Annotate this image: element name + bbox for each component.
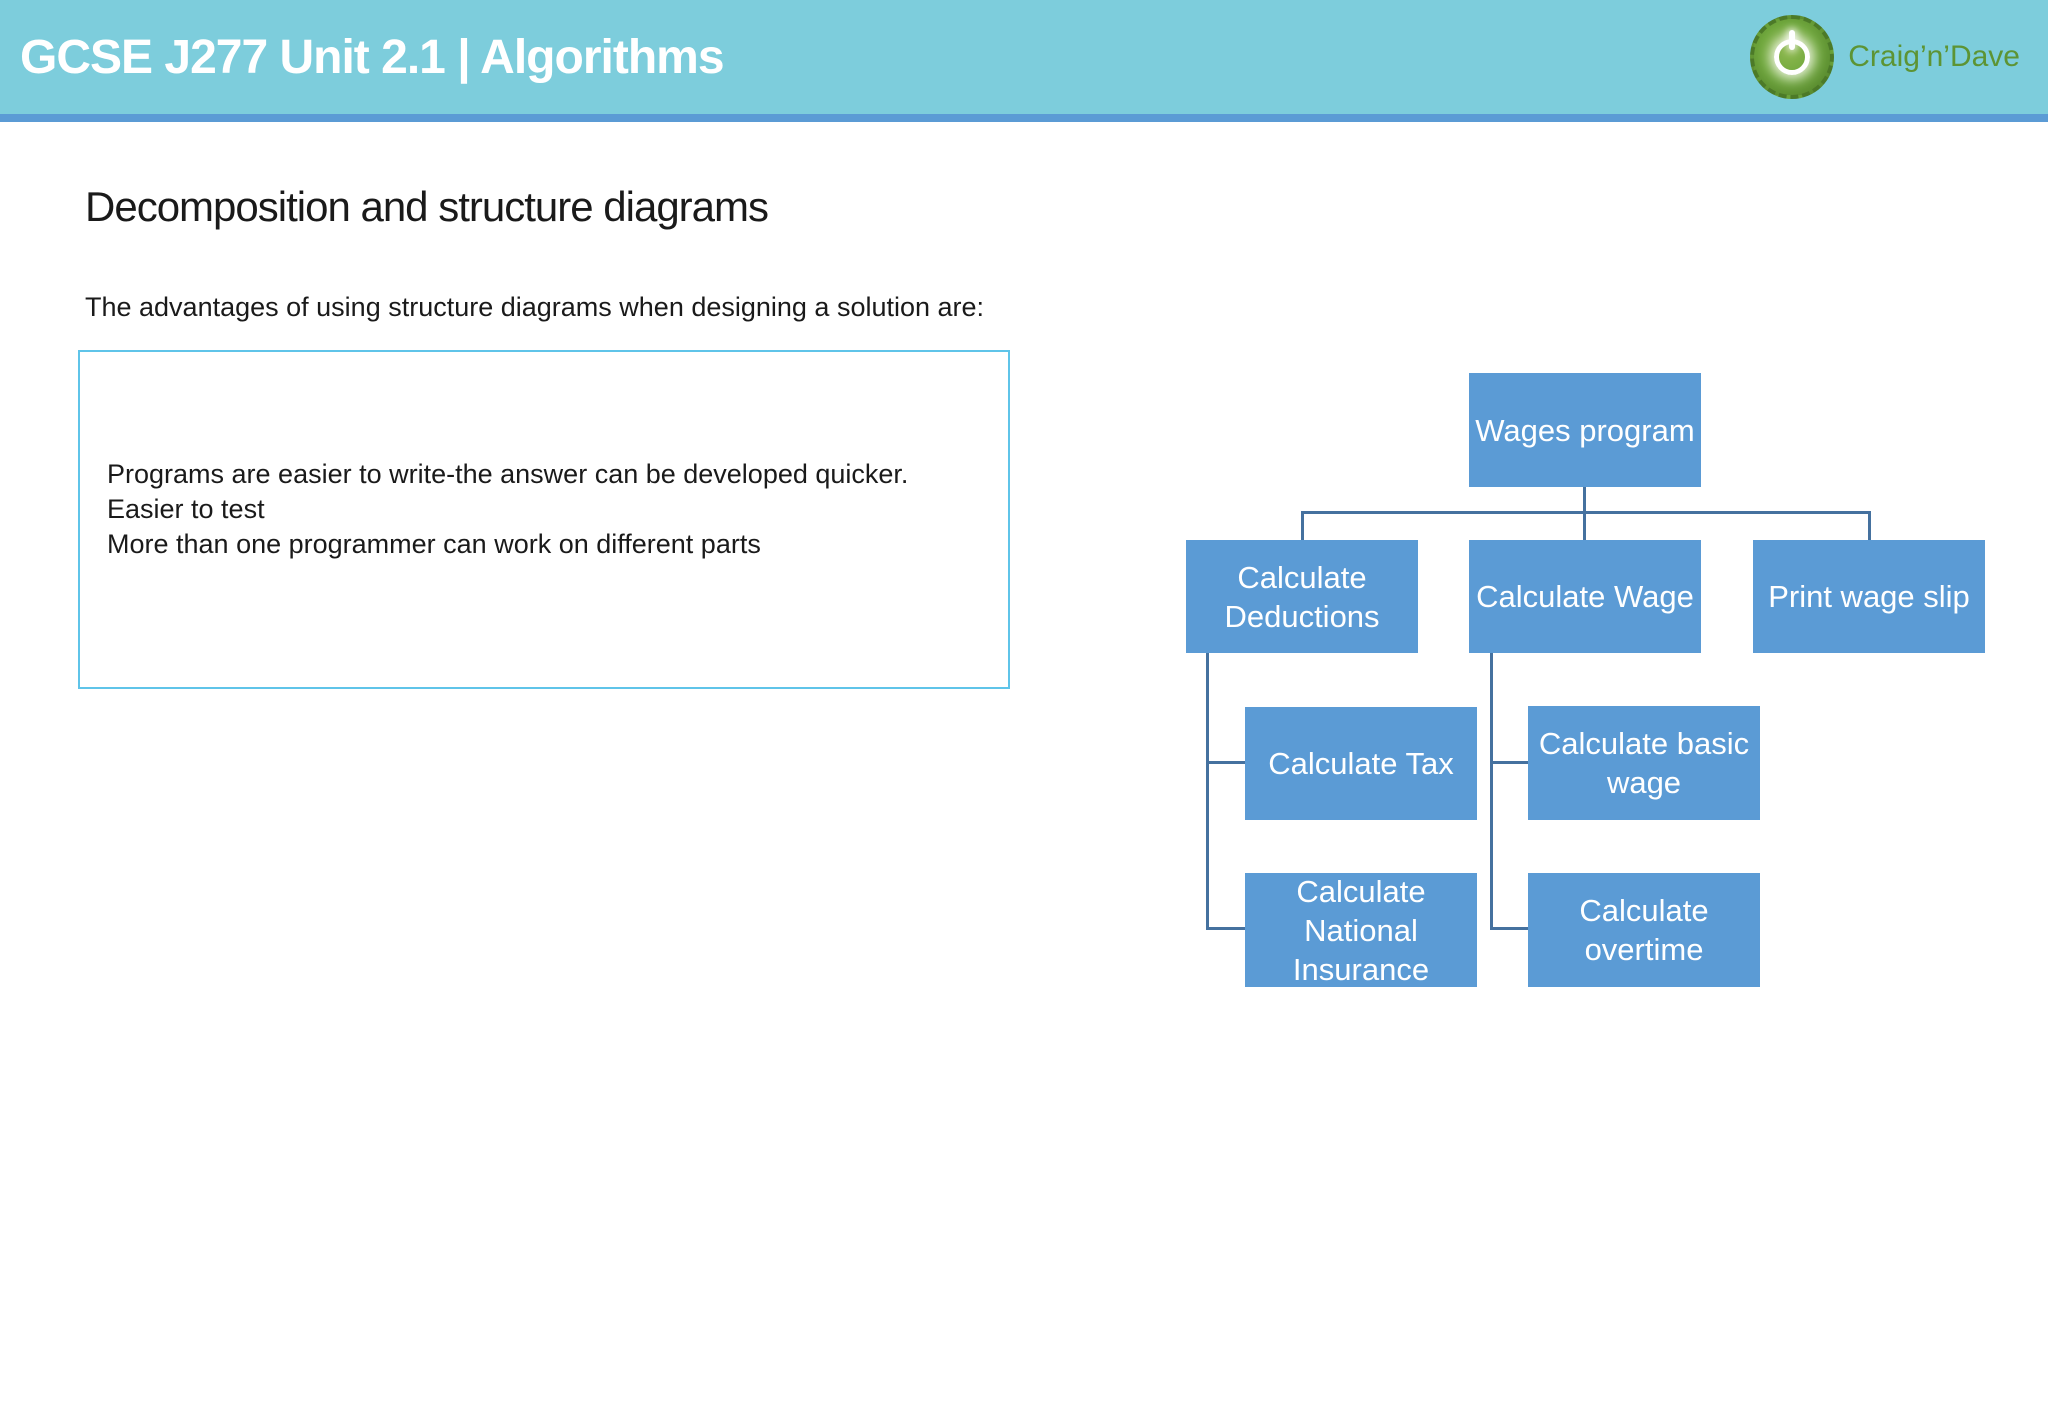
- connector: [1301, 511, 1871, 514]
- diagram-node-calculate-overtime: Calculate overtime: [1528, 873, 1760, 987]
- diagram-node-calculate-deductions: Calculate Deductions: [1186, 540, 1418, 653]
- connector: [1206, 653, 1209, 930]
- answer-line: More than one programmer can work on dif…: [107, 529, 761, 559]
- diagram-node-calculate-wage: Calculate Wage: [1469, 540, 1701, 653]
- node-label: Print wage slip: [1768, 579, 1970, 614]
- brand-name: Craig’n’Dave: [1848, 40, 2020, 73]
- connector: [1868, 511, 1871, 540]
- node-label: Calculate Wage: [1476, 579, 1694, 614]
- page-title: Decomposition and structure diagrams: [85, 183, 769, 230]
- answer-line: Programs are easier to write-the answer …: [107, 459, 909, 489]
- header-underline: [0, 114, 2048, 122]
- intro-text: The advantages of using structure diagra…: [85, 292, 985, 322]
- brand-logo: [1750, 15, 1835, 99]
- brand: Craig’n’Dave: [1750, 0, 2020, 114]
- answer-line: Easier to test: [107, 494, 265, 524]
- answer-textbox[interactable]: Programs are easier to write-the answer …: [78, 350, 1010, 689]
- connector: [1206, 761, 1245, 764]
- diagram-node-calculate-national-insurance: Calculate National Insurance: [1245, 873, 1477, 987]
- node-label: Calculate basic wage: [1538, 726, 1750, 800]
- connector: [1301, 511, 1304, 540]
- node-label: Calculate National Insurance: [1292, 873, 1430, 987]
- diagram-node-wages-program: Wages program: [1469, 373, 1701, 487]
- diagram-node-calculate-tax: Calculate Tax: [1245, 707, 1477, 820]
- power-icon: [1774, 39, 1811, 75]
- node-label: Wages program: [1475, 412, 1695, 448]
- header-bar: GCSE J277 Unit 2.1 | Algorithms Craig’n’…: [0, 0, 2048, 114]
- connector: [1490, 927, 1528, 930]
- connector: [1490, 653, 1493, 930]
- node-label: Calculate overtime: [1579, 893, 1709, 967]
- connector: [1490, 761, 1528, 764]
- connector: [1583, 487, 1586, 540]
- diagram-node-print-wage-slip: Print wage slip: [1753, 540, 1985, 653]
- answer-lines: Programs are easier to write-the answer …: [107, 457, 908, 562]
- node-label: Calculate Deductions: [1224, 559, 1380, 634]
- node-label: Calculate Tax: [1268, 746, 1454, 781]
- connector: [1206, 927, 1245, 930]
- diagram-node-calculate-basic-wage: Calculate basic wage: [1528, 706, 1760, 820]
- header-title: GCSE J277 Unit 2.1 | Algorithms: [20, 30, 725, 84]
